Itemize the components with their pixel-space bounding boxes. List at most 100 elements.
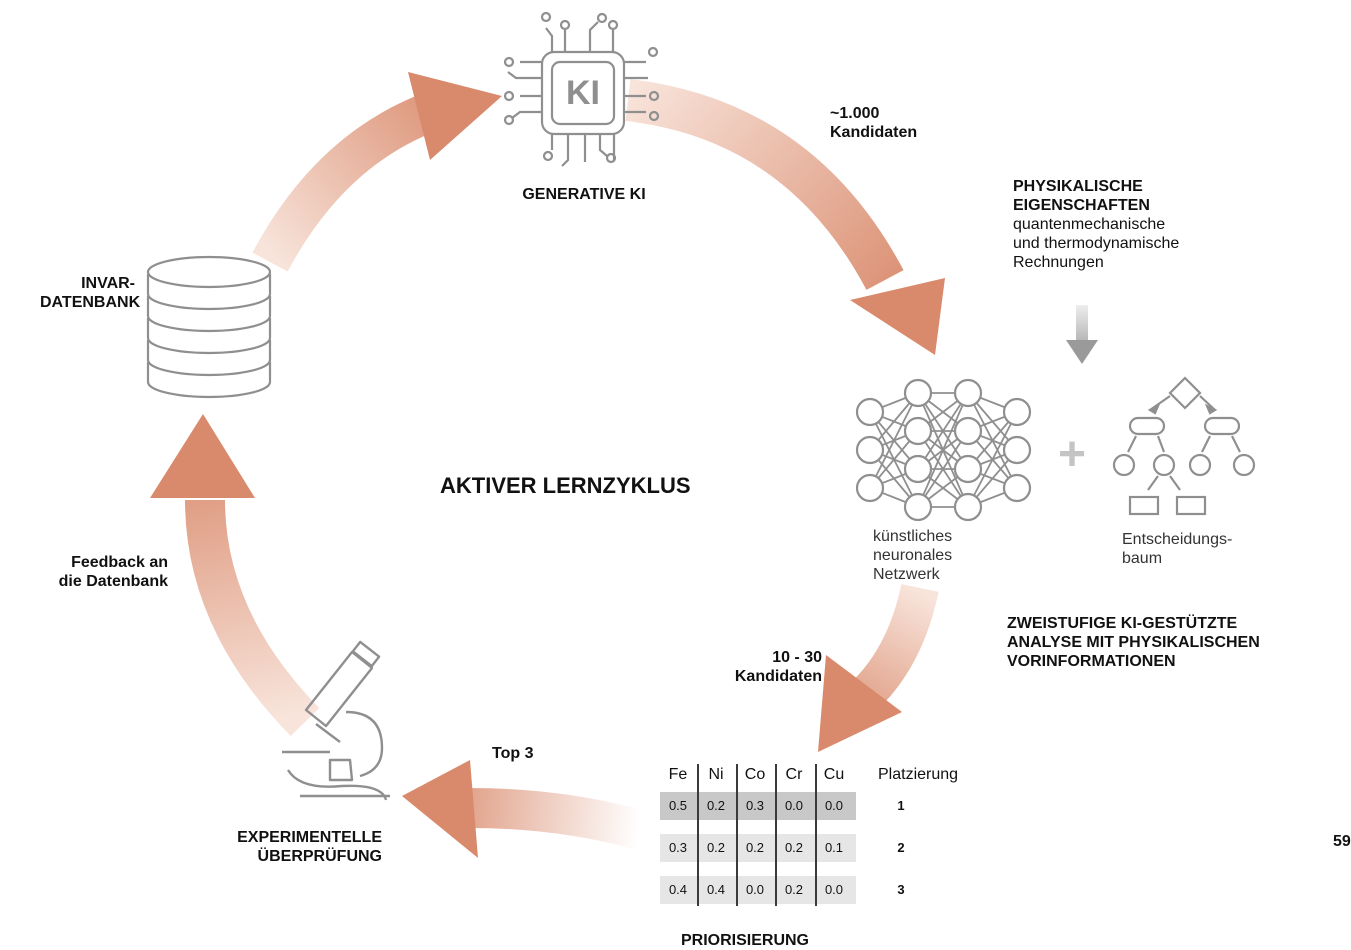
center-title: AKTIVER LERNZYKLUS bbox=[440, 473, 691, 498]
physics-title-line2: EIGENSCHAFTEN bbox=[1013, 197, 1150, 214]
page-number: 59 bbox=[1333, 833, 1351, 850]
ki-chip-icon bbox=[503, 11, 660, 167]
nn-node bbox=[1002, 473, 1032, 503]
nn-node bbox=[903, 416, 933, 446]
analysis-line2: ANALYSE MIT PHYSIKALISCHEN bbox=[1007, 634, 1260, 651]
arrow-prio-to-experiment bbox=[402, 760, 646, 858]
decision-tree-icon bbox=[1112, 376, 1256, 516]
nn-node bbox=[903, 454, 933, 484]
arrow-ki-to-analysis bbox=[625, 79, 945, 355]
table-cell: 0.5 bbox=[668, 798, 688, 813]
nn-node bbox=[855, 435, 885, 465]
nn-edge bbox=[869, 392, 919, 489]
table-cell: 0.0 bbox=[784, 798, 804, 813]
priorisierung-label: PRIORISIERUNG bbox=[680, 932, 809, 949]
nn-edge bbox=[917, 430, 969, 508]
table-col-header: Cr bbox=[785, 766, 803, 783]
nn-node bbox=[1002, 397, 1032, 427]
physics-block: PHYSIKALISCHE EIGENSCHAFTEN quantenmecha… bbox=[1013, 177, 1179, 272]
table-cell: 0.0 bbox=[824, 798, 844, 813]
table-cell: 0.3 bbox=[745, 798, 765, 813]
feedback-line2: die Datenbank bbox=[58, 573, 168, 590]
nn-node bbox=[1002, 435, 1032, 465]
feedback-line1: Feedback an bbox=[71, 554, 168, 571]
nn-node bbox=[903, 492, 933, 522]
candidates-1000-label: ~1.000 Kandidaten bbox=[830, 104, 917, 142]
arrow-experiment-to-database bbox=[150, 414, 320, 736]
feedback-label: Feedback an die Datenbank bbox=[20, 553, 168, 591]
neural-net-caption: künstliches neuronales Netzwerk bbox=[873, 527, 952, 584]
table-row bbox=[660, 876, 856, 904]
ki-chip-text: KI bbox=[566, 74, 600, 112]
rank-header: Platzierung bbox=[878, 766, 959, 783]
priority-table: 0.5 0.2 0.3 0.0 0.0 1 0.3 0.2 0.2 0.2 0.1 2 0.4 0.4 0.… bbox=[660, 762, 980, 912]
table-cell: 0.2 bbox=[784, 840, 804, 855]
microscope-icon bbox=[282, 640, 390, 801]
physics-title-line1: PHYSIKALISCHE bbox=[1013, 178, 1143, 195]
table-col-header: Ni bbox=[708, 766, 724, 783]
nn-edge bbox=[917, 392, 969, 508]
table-cell: 0.4 bbox=[668, 882, 688, 897]
table-cell: 0.3 bbox=[668, 840, 688, 855]
table-rank: 2 bbox=[897, 840, 905, 855]
neural-net-caption-line3: Netzwerk bbox=[873, 566, 940, 583]
database-label-line1: INVAR- bbox=[81, 275, 135, 292]
arrow-physics-input bbox=[1066, 305, 1098, 364]
decision-tree-caption: Entscheidungs- baum bbox=[1122, 530, 1232, 568]
table-cell: 0.2 bbox=[745, 840, 765, 855]
plus-sign: + bbox=[1058, 428, 1086, 481]
nn-node bbox=[953, 416, 983, 446]
table-row bbox=[660, 834, 856, 862]
database-icon bbox=[146, 255, 272, 399]
table-column-divider bbox=[697, 764, 699, 906]
table-cell: 0.0 bbox=[745, 882, 765, 897]
candidates-1000-line1: ~1.000 bbox=[830, 105, 880, 122]
candidates-1000-line2: Kandidaten bbox=[830, 124, 918, 141]
neural-net-caption-line2: neuronales bbox=[873, 547, 953, 564]
database-label-line2: DATENBANK bbox=[40, 294, 141, 311]
physics-desc-line1: quantenmechanische bbox=[1013, 216, 1166, 233]
neural-net-caption-line1: künstliches bbox=[873, 528, 953, 545]
table-cell: 0.4 bbox=[706, 882, 726, 897]
table-column-divider bbox=[736, 764, 738, 906]
table-cell: 0.2 bbox=[784, 882, 804, 897]
nn-node bbox=[855, 473, 885, 503]
nn-node bbox=[903, 378, 933, 408]
table-col-header: Fe bbox=[668, 766, 688, 783]
experiment-line1: EXPERIMENTELLE bbox=[237, 829, 382, 846]
decision-tree-caption-line2: baum bbox=[1122, 550, 1163, 567]
candidates-10-30-label: 10 - 30 Kandidaten bbox=[700, 648, 822, 686]
analysis-line1: ZWEISTUFIGE KI-GESTÜTZTE bbox=[1007, 615, 1238, 632]
table-col-header: Cu bbox=[823, 766, 845, 783]
physics-desc-line3: Rechnungen bbox=[1013, 254, 1104, 271]
nn-node bbox=[953, 492, 983, 522]
table-col-header: Co bbox=[744, 766, 766, 783]
experiment-label: EXPERIMENTELLE ÜBERPRÜFUNG bbox=[180, 828, 382, 866]
table-cell: 0.2 bbox=[706, 798, 726, 813]
neural-network-icon bbox=[855, 378, 1032, 522]
table-column-divider bbox=[775, 764, 777, 906]
table-rank: 3 bbox=[897, 882, 905, 897]
nn-node bbox=[953, 378, 983, 408]
candidates-10-30-line1: 10 - 30 bbox=[772, 649, 822, 666]
generative-ki-label: GENERATIVE KI bbox=[522, 186, 646, 203]
arrow-analysis-to-prio bbox=[818, 583, 939, 752]
nn-node bbox=[855, 397, 885, 427]
table-cell: 0.2 bbox=[706, 840, 726, 855]
analysis-line3: VORINFORMATIONEN bbox=[1007, 653, 1176, 670]
database-label: INVAR- DATENBANK bbox=[40, 274, 141, 312]
table-cell: 0.1 bbox=[824, 840, 844, 855]
nn-edge bbox=[917, 392, 969, 470]
physics-desc-line2: und thermodynamische bbox=[1013, 235, 1180, 252]
experiment-line2: ÜBERPRÜFUNG bbox=[257, 848, 382, 865]
table-column-divider bbox=[815, 764, 817, 906]
analysis-label: ZWEISTUFIGE KI-GESTÜTZTE ANALYSE MIT PHY… bbox=[1007, 614, 1260, 671]
nn-node bbox=[953, 454, 983, 484]
nn-edge bbox=[967, 411, 1018, 508]
table-rank: 1 bbox=[897, 798, 905, 813]
decision-tree-caption-line1: Entscheidungs- bbox=[1122, 531, 1233, 548]
table-row bbox=[660, 792, 856, 820]
arrow-database-to-ki bbox=[252, 72, 502, 272]
candidates-10-30-line2: Kandidaten bbox=[734, 668, 822, 685]
